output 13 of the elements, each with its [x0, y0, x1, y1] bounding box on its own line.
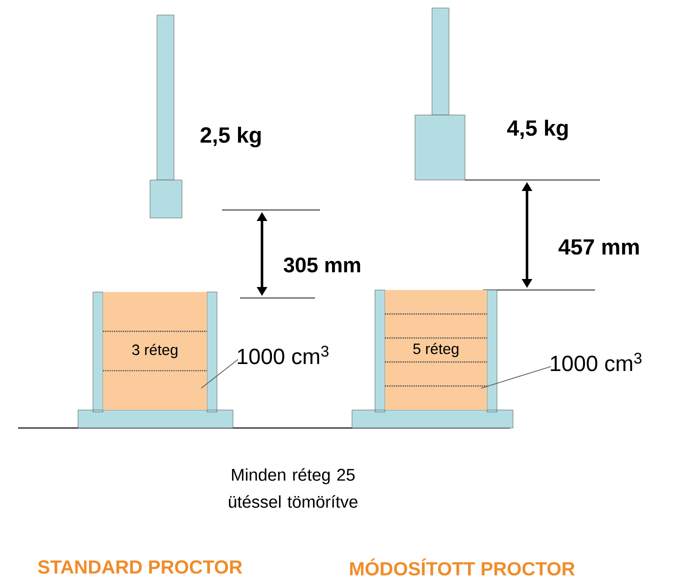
- method-title: MÓDOSÍTOTT PROCTOR: [350, 558, 575, 576]
- soil-layers: 3 réteg: [103, 292, 207, 410]
- leader-line: [200, 359, 238, 389]
- drop-height-label: 305 mm: [284, 258, 360, 272]
- leader-line: [480, 366, 552, 389]
- mass-label: 4,5 kg: [507, 120, 568, 140]
- volume-label: 1000 cm$^{3}$: [550, 352, 642, 372]
- volume-label: 1000 cm$^{3}$: [238, 346, 328, 364]
- note-text: Minden réteg 25 ütéssel tömörítve: [228, 468, 358, 508]
- method-title: STANDARD PROCTOR: [38, 560, 242, 574]
- soil-layers: 5 réteg: [385, 290, 487, 410]
- mass-label: 2,5 kg: [200, 126, 261, 148]
- drop-height-label: 457 mm: [558, 239, 639, 255]
